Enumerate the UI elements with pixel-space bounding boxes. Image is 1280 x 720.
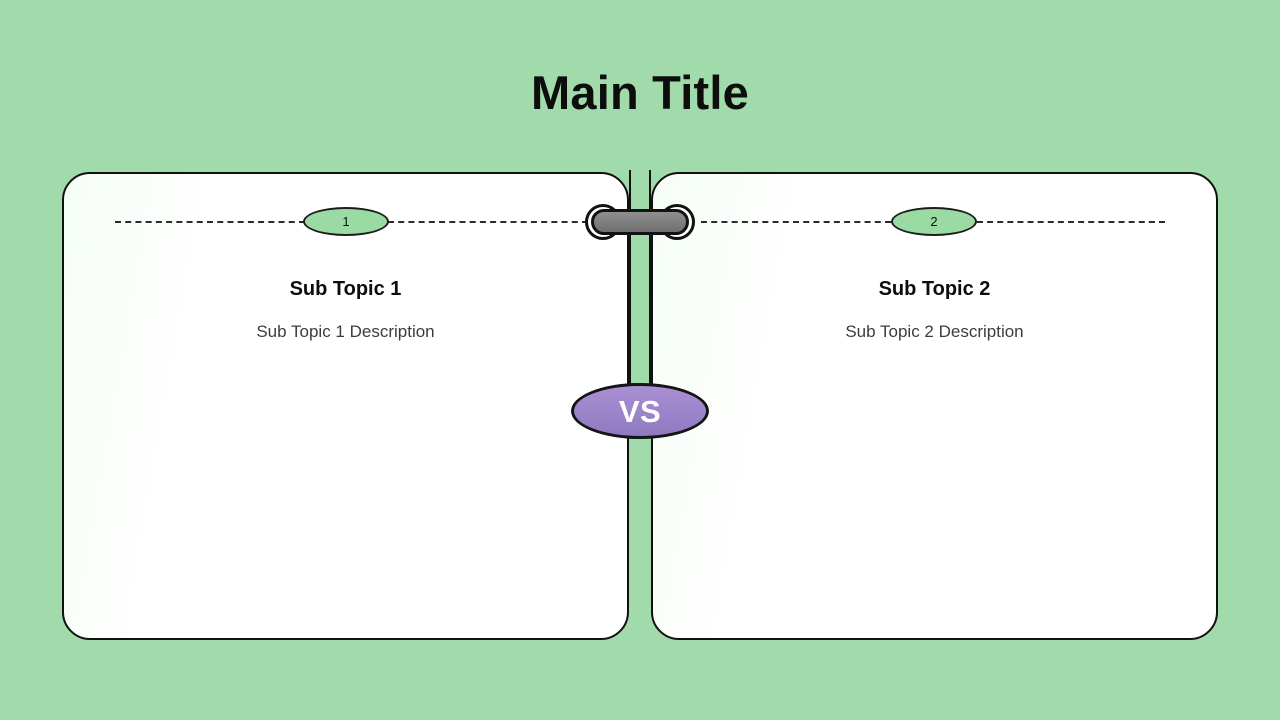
dashed-rail-right-inner	[701, 221, 891, 223]
comparison-card-left[interactable]	[62, 172, 629, 640]
sub-topic-description-left: Sub Topic 1 Description	[256, 322, 435, 341]
page-title: Main Title	[531, 66, 749, 119]
sub-topic-description-right: Sub Topic 2 Description	[845, 322, 1024, 341]
comparison-card-right[interactable]	[651, 172, 1218, 640]
binder-clip-icon	[585, 204, 695, 240]
number-badge-1: 1	[303, 207, 389, 236]
number-badge-2: 2	[891, 207, 977, 236]
vs-label: VS	[618, 393, 662, 429]
dashed-rail-left-inner	[388, 221, 588, 223]
vs-badge: VS	[571, 383, 709, 439]
clip-bar-icon	[591, 209, 689, 235]
sub-topic-title-right: Sub Topic 2	[878, 278, 991, 300]
sub-topic-title-left: Sub Topic 1	[289, 278, 402, 300]
dashed-rail-right-outer	[977, 221, 1165, 223]
dashed-rail-left-outer	[115, 221, 305, 223]
